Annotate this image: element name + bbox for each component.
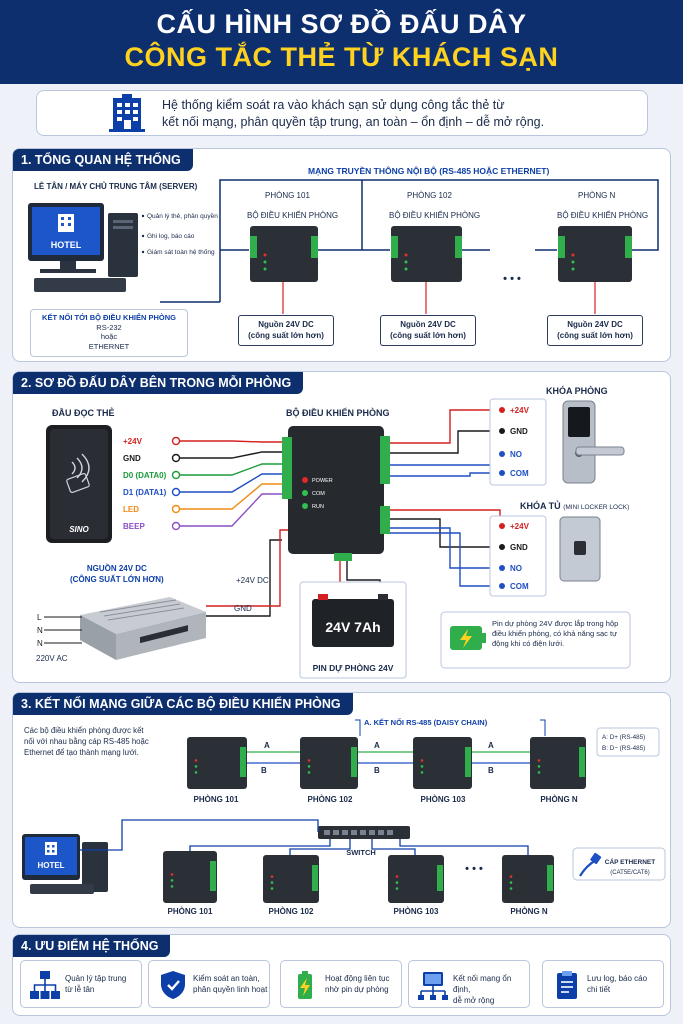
room-n-name: PHÒNG N [578,191,616,200]
section-title: 4. ƯU ĐIỂM HỆ THỐNG [13,935,171,957]
network-desc: Các bộ điều khiển phòng được kết nối với… [24,726,149,757]
daisy-label: A. KẾT NỐI RS-485 (DAISY CHAIN) [364,718,488,727]
report-icon [557,971,577,999]
dc-label: +24V DC [236,576,269,585]
connection-box: KẾT NỐI TỚI BỘ ĐIỀU KHIỂN PHÒNG RS-232 h… [30,309,188,357]
title-line2: CÔNG TẮC THẺ TỪ KHÁCH SẠN [124,42,559,72]
shield-icon [161,971,185,999]
intro-text: Hệ thống kiểm soát ra vào khách sạn sử d… [162,98,545,129]
section-title: 3. KẾT NỐI MẠNG GIỮA CÁC BỘ ĐIỀU KHIỂN P… [13,693,353,715]
door-lock-label: KHÓA PHÒNG [546,386,608,396]
battery-note: Pin dự phòng 24V được lắp trong hộp điều… [492,619,619,648]
room-102-controller: BỘ ĐIỀU KHIỂN PHÒNG [389,211,481,220]
room-n-psu: Nguồn 24V DC (công suất lớn hơn) [547,315,643,346]
advantage-security: Kiểm soát an toàn,phân quyền linh hoạt [148,960,270,1008]
header: CẤU HÌNH SƠ ĐỒ ĐẤU DÂY CÔNG TẮC THẺ TỪ K… [0,0,683,84]
network-icon [30,971,60,999]
title-line1: CẤU HÌNH SƠ ĐỒ ĐẤU DÂY [156,9,527,39]
room-102-name: PHÒNG 102 [407,191,452,200]
room-101-controller: BỘ ĐIỀU KHIỂN PHÒNG [247,211,339,220]
building-icon [109,94,145,132]
intro-box: Hệ thống kiểm soát ra vào khách sạn sử d… [36,90,648,136]
reader-label: ĐẦU ĐỌC THẺ [52,408,115,418]
room-101-psu: Nguồn 24V DC (công suất lớn hơn) [238,315,334,346]
network-label: MẠNG TRUYỀN THÔNG NỘI BỘ (RS-485 HOẶC ET… [308,166,550,176]
advantage-network: Kết nối mạng ổn định,dễ mở rộng [408,960,530,1008]
section-network: 3. KẾT NỐI MẠNG GIỮA CÁC BỘ ĐIỀU KHIỂN P… [12,692,671,928]
room-101-name: PHÒNG 101 [265,191,310,200]
room-n-controller: BỘ ĐIỀU KHIỂN PHÒNG [557,211,649,220]
ac-label: 220V AC [36,654,68,663]
cabinet-lock-label: KHÓA TỦ (MINI LOCKER LOCK) [520,501,630,511]
gnd-label: GND [234,604,252,613]
section-title: 1. TỔNG QUAN HỆ THỐNG [13,149,193,171]
battery-icon [298,971,312,999]
section-title: 2. SƠ ĐỒ ĐẤU DÂY BÊN TRONG MỖI PHÒNG [13,372,304,394]
server-label: LỄ TÂN / MÁY CHỦ TRUNG TÂM (SERVER) [34,182,198,191]
room-102-psu: Nguồn 24V DC (công suất lớn hơn) [380,315,476,346]
controller-label: BỘ ĐIỀU KHIỂN PHÒNG [286,408,390,418]
monitor-network-icon [418,972,448,1000]
psu-label: NGUỒN 24V DC (CÔNG SUẤT LỚN HƠN) [70,564,164,584]
